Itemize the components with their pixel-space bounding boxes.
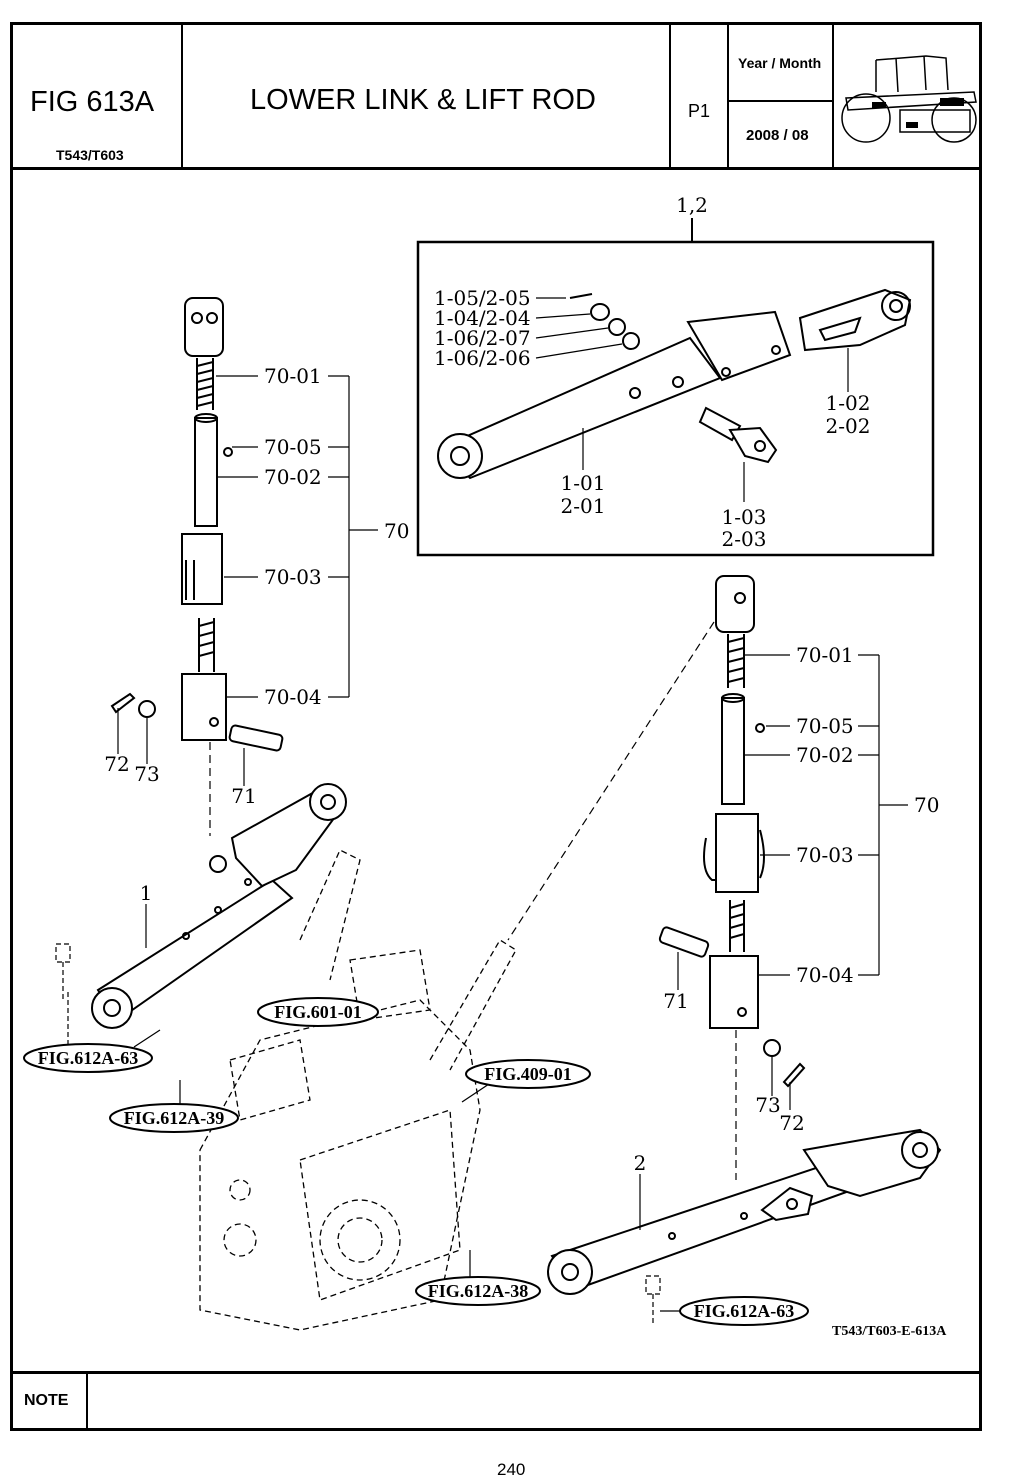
ref-oval-fig612-39 [109,1103,239,1133]
header-divider-2 [669,22,671,169]
inset-lower-link [437,310,792,480]
note-label: NOTE [24,1392,69,1409]
label-2-02: 2-02 [826,414,871,438]
ref-fig-409: FIG.409-01 [484,1064,572,1084]
left-lift-rod [181,297,233,741]
model-code: T543/T603 [56,147,124,163]
ref-oval-fig612-38 [415,1276,541,1306]
page-frame [10,22,982,1431]
ref-oval-fig612-63-right [679,1296,809,1326]
left-label-71: 71 [231,784,256,808]
label-1-06-a: 1-06/2-07 [434,326,531,350]
right-bolt [645,1275,661,1326]
left-label-70-05: 70-05 [264,435,322,459]
tractor-icon [841,55,977,143]
right-label-70-03: 70-03 [796,843,854,867]
left-bolt [55,943,71,1044]
ref-oval-fig409 [465,1059,591,1089]
right-lower-link [547,1128,942,1295]
header-divider-4 [832,22,834,169]
left-label-73: 73 [134,762,159,786]
page-title: LOWER LINK & LIFT ROD [250,84,596,116]
figure-number: FIG 613A [30,86,155,118]
label-1-05: 1-05/2-05 [434,286,531,310]
left-lower-link [91,783,347,1029]
left-label-72: 72 [104,752,129,776]
page-number: 240 [497,1460,526,1479]
year-month-value: 2008 / 08 [746,127,809,144]
left-pin-set [110,692,284,752]
inset-link-end [798,288,912,352]
left-label-70-03: 70-03 [264,565,322,589]
header-divider-3 [727,22,729,169]
drawing-code: T543/T603-E-613A [832,1324,947,1339]
right-label-70-05: 70-05 [796,714,854,738]
inset-callout: 1,2 [676,193,708,217]
right-label-72: 72 [779,1111,804,1135]
label-1-04: 1-04/2-04 [434,306,531,330]
left-label-70-02: 70-02 [264,465,322,489]
right-label-70-04: 70-04 [796,963,854,987]
right-label-71: 71 [663,989,688,1013]
right-label-70-01: 70-01 [796,643,854,667]
ref-fig-601: FIG.601-01 [274,1002,362,1022]
inset-box [416,240,935,557]
left-label-70: 70 [384,519,409,543]
page-code: P1 [688,101,711,121]
label-1-02: 1-02 [826,391,871,415]
note-top-rule [10,1371,982,1374]
right-label-70: 70 [914,793,939,817]
label-1-01: 1-01 [561,471,606,495]
inset-hardware [569,293,640,350]
ref-oval-fig601 [257,997,379,1027]
label-2-01: 2-01 [561,494,606,518]
right-label-73: 73 [755,1093,780,1117]
right-label-70-02: 70-02 [796,743,854,767]
ref-fig-612a-38: FIG.612A-38 [428,1281,529,1301]
label-1-03: 1-03 [722,505,767,529]
ref-fig-612a-63-left: FIG.612A-63 [38,1048,139,1068]
right-label-link-2: 2 [634,1151,647,1175]
ref-oval-fig612-63-left [23,1043,153,1073]
left-label-link-1: 1 [140,881,153,905]
year-month-label: Year / Month [738,55,822,71]
ref-fig-612a-39: FIG.612A-39 [124,1108,225,1128]
left-label-70-01: 70-01 [264,364,322,388]
inset-pin [698,406,778,464]
year-month-divider [727,100,834,102]
label-1-06-b: 1-06/2-06 [434,346,531,370]
header-bottom-rule [10,167,982,170]
ref-fig-612a-63-right: FIG.612A-63 [694,1301,795,1321]
note-divider [86,1371,88,1431]
left-label-70-04: 70-04 [264,685,322,709]
header-divider-1 [181,22,183,169]
label-2-03: 2-03 [722,527,767,551]
right-lift-rod [703,575,765,1029]
